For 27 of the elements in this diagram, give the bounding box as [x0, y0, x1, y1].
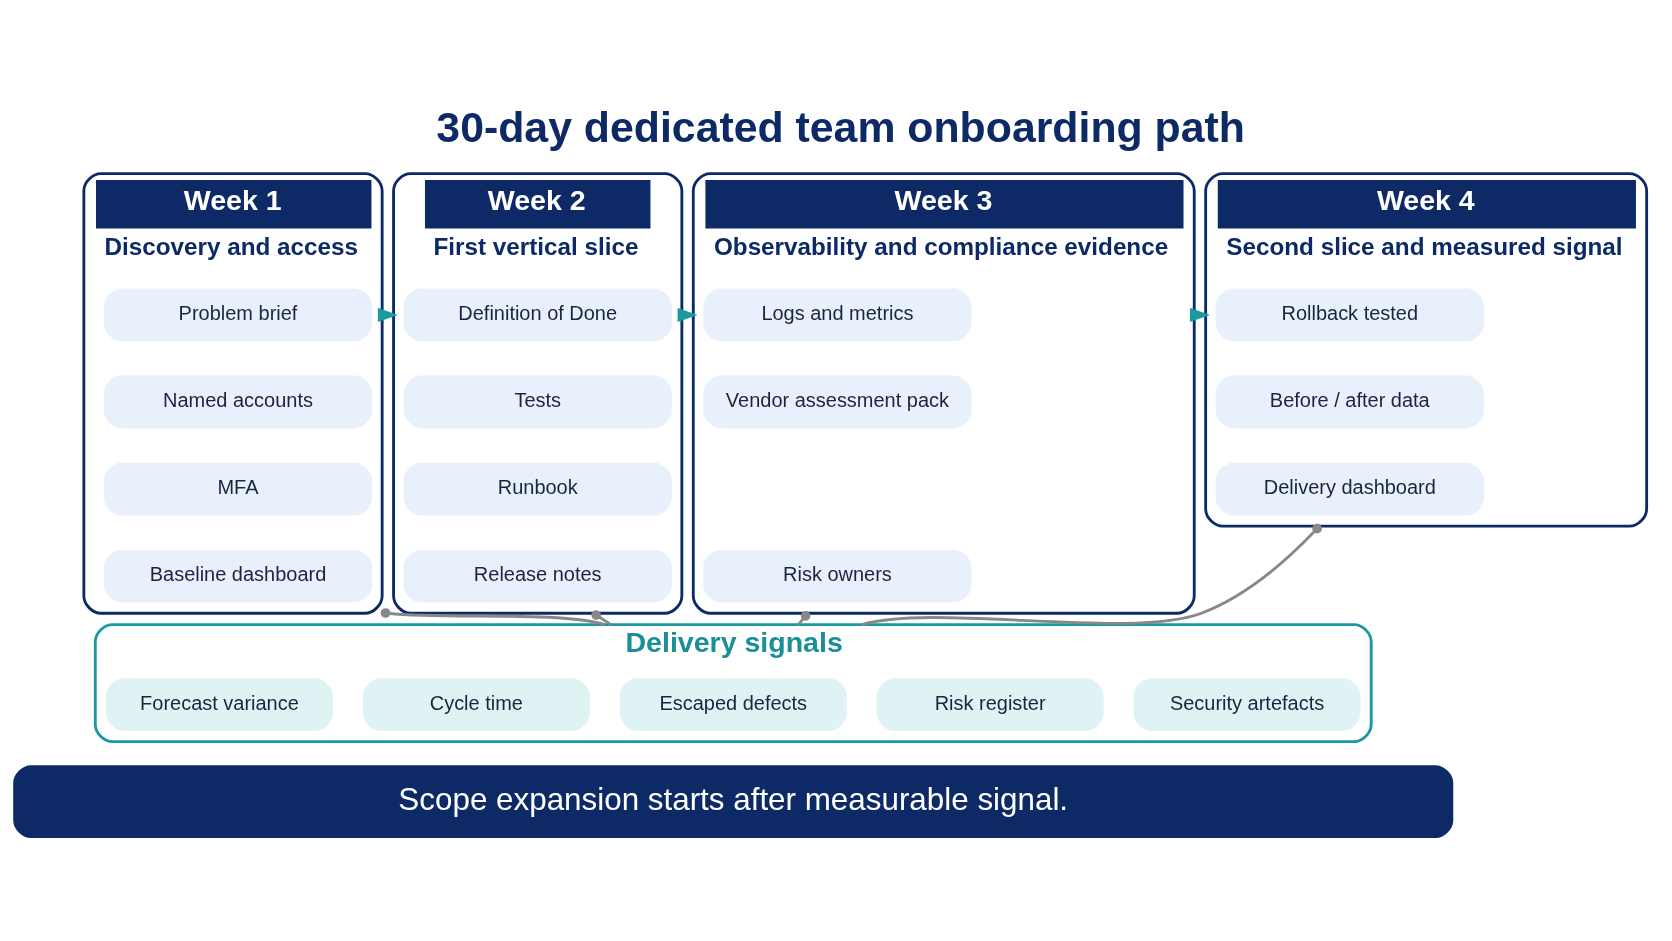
node-box: Problem brief	[103, 288, 373, 342]
connector	[591, 610, 612, 626]
node-box: Before / after data	[1215, 375, 1484, 429]
node-box: Vendor assessment pack	[703, 375, 972, 429]
node-box: Escaped defects	[619, 678, 847, 731]
node-box: Forecast variance	[106, 678, 333, 731]
arrow	[1189, 307, 1210, 322]
arrow	[677, 307, 698, 322]
connector	[797, 611, 811, 626]
node-box: Baseline dashboard	[103, 549, 373, 603]
node-box: Risk owners	[703, 549, 972, 603]
node-box: Security artefacts	[1133, 678, 1361, 731]
node-box: Tests	[403, 375, 672, 429]
arrow	[377, 307, 398, 322]
node-box: Named accounts	[103, 375, 373, 429]
node-box: Logs and metrics	[703, 288, 972, 342]
diagram-title: 30-day dedicated team onboarding path	[436, 103, 1245, 152]
node-box: Definition of Done	[403, 288, 672, 342]
node-box: Risk register	[876, 678, 1104, 731]
node-box: Rollback tested	[1215, 288, 1484, 342]
node-box: Runbook	[403, 462, 672, 516]
connector	[380, 608, 606, 627]
node-box: Delivery dashboard	[1215, 462, 1484, 516]
node-box: MFA	[103, 462, 373, 516]
node-box: Cycle time	[362, 678, 590, 731]
node-box: Release notes	[403, 549, 672, 603]
node-box: Scope expansion starts after measurable signal.	[13, 765, 1454, 838]
